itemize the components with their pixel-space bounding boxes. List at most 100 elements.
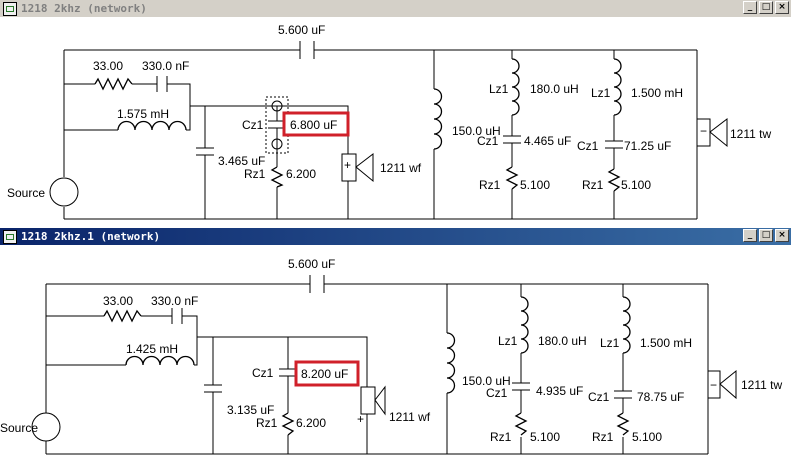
series-capacitor-label: 5.600 uF	[288, 257, 335, 271]
svg-text:Rz1: Rz1	[479, 178, 501, 192]
maximize-button[interactable]: □	[759, 229, 773, 242]
tweeter-label: 1211 tw	[741, 378, 782, 392]
zobel-resistor[interactable]	[103, 309, 142, 323]
rz1-resistor[interactable]	[281, 412, 295, 436]
svg-text:180.0 uH: 180.0 uH	[538, 334, 587, 348]
cz1-value-highlight[interactable]	[294, 360, 360, 387]
zobel-resistor[interactable]	[94, 77, 133, 91]
svg-text:Rz1: Rz1	[490, 430, 512, 444]
svg-text:Rz1: Rz1	[592, 430, 614, 444]
rz1-value: 6.200	[286, 167, 316, 181]
notch-a-inductor[interactable]	[520, 296, 529, 354]
rz1-value: 6.200	[296, 416, 326, 430]
svg-text:Cz1: Cz1	[577, 139, 599, 153]
cz1-value: 6.800 uF	[290, 118, 337, 132]
svg-text:−: −	[700, 124, 707, 138]
tweeter-shunt-inductor-label: 150.0 uH	[452, 124, 501, 138]
rz1-label: Rz1	[244, 167, 266, 181]
woofer-inductor[interactable]	[125, 355, 195, 366]
svg-text:180.0 uH: 180.0 uH	[530, 82, 579, 96]
notch-b-capacitor[interactable]	[605, 50, 623, 219]
svg-text:5.100: 5.100	[530, 430, 560, 444]
rz1-label: Rz1	[256, 416, 278, 430]
woofer-speaker[interactable]	[360, 386, 376, 415]
network-app-icon	[3, 229, 17, 244]
window-1-title: 1218 2khz (network)	[21, 2, 147, 15]
svg-text:+: +	[357, 412, 364, 426]
svg-text:Rz1: Rz1	[582, 178, 604, 192]
minimize-button[interactable]: _	[743, 1, 757, 14]
svg-text:5.100: 5.100	[520, 178, 550, 192]
zobel-resistor-label: 33.00	[93, 59, 123, 73]
svg-text:+: +	[344, 158, 351, 172]
svg-text:4.935 uF: 4.935 uF	[536, 384, 583, 398]
svg-text:−: −	[710, 378, 717, 392]
close-button[interactable]: ×	[775, 1, 789, 14]
svg-text:5.100: 5.100	[621, 178, 651, 192]
minimize-button[interactable]: _	[743, 229, 757, 242]
window-2-titlebar[interactable]: 1218 2khz.1 (network) _ □ ×	[0, 228, 791, 245]
zobel-capacitor[interactable]	[156, 76, 168, 92]
tweeter-label: 1211 tw	[730, 127, 771, 141]
network-app-icon	[3, 1, 17, 16]
schematic-1[interactable]: 5.600 uF Source 33.00 330.0 nF 1.575 mH …	[0, 17, 791, 228]
source-label: Source	[7, 186, 45, 200]
svg-text:Lz1: Lz1	[498, 334, 518, 348]
zobel-capacitor-label: 330.0 nF	[151, 294, 198, 308]
tweeter-shunt-inductor[interactable]	[446, 332, 456, 394]
notch-b-inductor[interactable]	[613, 58, 622, 116]
series-capacitor[interactable]	[309, 275, 325, 293]
woofer-inductor-label: 1.575 mH	[117, 107, 169, 121]
svg-text:Lz1: Lz1	[489, 82, 509, 96]
svg-text:Cz1: Cz1	[477, 134, 499, 148]
zobel-capacitor-label: 330.0 nF	[142, 59, 189, 73]
close-button[interactable]: ×	[775, 229, 789, 242]
woofer-label: 1211 wf	[389, 410, 431, 424]
series-capacitor-label: 5.600 uF	[278, 23, 325, 37]
window-2-title: 1218 2khz.1 (network)	[21, 230, 161, 243]
svg-text:Cz1: Cz1	[486, 386, 508, 400]
schematic-2[interactable]: 5.600 uF Source 33.00 330.0 nF 1.425 mH …	[0, 245, 791, 461]
network-window-1: 1218 2khz (network) _ □ × 5.600 uF Sourc…	[0, 0, 791, 228]
woofer-shunt-capacitor[interactable]	[196, 106, 214, 219]
svg-text:71.25 uF: 71.25 uF	[624, 139, 671, 153]
notch-a-resistor[interactable]	[505, 166, 519, 190]
svg-text:5.100: 5.100	[632, 430, 662, 444]
svg-text:Lz1: Lz1	[591, 86, 611, 100]
cz1-value: 8.200 uF	[301, 367, 348, 381]
svg-text:1.500 mH: 1.500 mH	[640, 336, 692, 350]
source-label: Source	[0, 421, 38, 435]
svg-text:4.465 uF: 4.465 uF	[524, 134, 571, 148]
notch-a-capacitor[interactable]	[503, 50, 521, 219]
woofer-shunt-capacitor-label: 3.465 uF	[218, 154, 265, 168]
source-symbol[interactable]	[49, 177, 79, 207]
window-1-titlebar[interactable]: 1218 2khz (network) _ □ ×	[0, 0, 791, 17]
notch-a-capacitor[interactable]	[512, 284, 530, 454]
cz1-capacitor[interactable]	[279, 337, 297, 454]
notch-b-resistor[interactable]	[607, 168, 621, 192]
source-symbol[interactable]	[31, 412, 61, 442]
zobel-capacitor[interactable]	[171, 308, 183, 324]
woofer-inductor[interactable]	[117, 120, 187, 131]
cz1-label: Cz1	[252, 366, 274, 380]
tweeter-shunt-inductor-label: 150.0 uH	[462, 374, 511, 388]
notch-b-resistor[interactable]	[616, 412, 630, 436]
cz1-label: Cz1	[242, 118, 264, 132]
svg-text:1.500 mH: 1.500 mH	[631, 86, 683, 100]
cz1-capacitor[interactable]	[268, 106, 286, 219]
notch-b-inductor[interactable]	[622, 296, 631, 354]
notch-a-resistor[interactable]	[514, 412, 528, 436]
notch-a-inductor[interactable]	[511, 58, 520, 116]
rz1-resistor[interactable]	[270, 166, 284, 188]
woofer-shunt-capacitor-label: 3.135 uF	[227, 403, 274, 417]
notch-b-capacitor[interactable]	[614, 284, 632, 454]
woofer-shunt-capacitor[interactable]	[204, 337, 222, 454]
maximize-button[interactable]: □	[759, 1, 773, 14]
series-capacitor[interactable]	[299, 41, 315, 59]
svg-text:Cz1: Cz1	[588, 390, 610, 404]
zobel-resistor-label: 33.00	[103, 294, 133, 308]
woofer-inductor-label: 1.425 mH	[126, 342, 178, 356]
cz1-value-highlight[interactable]	[282, 111, 350, 137]
tweeter-shunt-inductor[interactable]	[433, 88, 443, 150]
svg-text:78.75 uF: 78.75 uF	[637, 390, 684, 404]
